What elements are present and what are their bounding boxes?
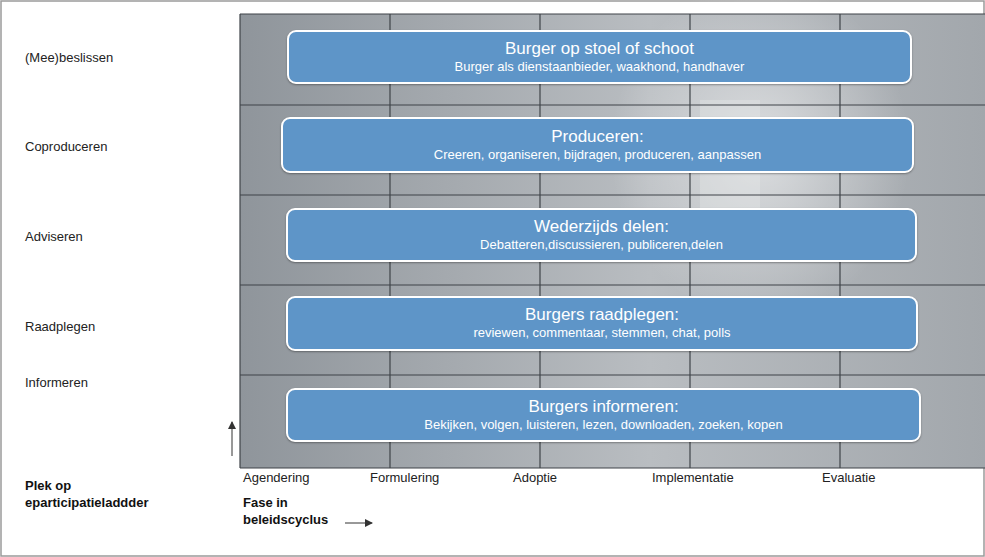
axis-arrow [232,422,233,456]
ladder-step-box: Produceren:Creeren, organiseren, bijdrag… [281,117,914,173]
step-title: Burgers informeren: [300,397,907,417]
axis-label: Coproduceren [25,138,107,155]
step-activities: Bekijken, volgen, luisteren, lezen, down… [300,417,907,433]
axis-label: Evaluatie [822,469,875,486]
ladder-step-box: Burgers informeren:Bekijken, volgen, lui… [286,388,921,442]
axis-label: Adviseren [25,228,83,245]
axis-label: Informeren [25,374,88,391]
step-title: Burgers raadplegen: [300,305,904,325]
axis-label: (Mee)beslissen [25,49,113,66]
axis-label: Raadplegen [25,318,95,335]
step-title: Wederzijds delen: [300,217,903,237]
ladder-step-box: Wederzijds delen:Debatteren,discussieren… [286,208,917,262]
ladder-step-box: Burger op stoel of schootBurger als dien… [287,30,912,84]
axis-arrow [345,523,372,524]
step-activities: reviewen, commentaar, stemmen, chat, pol… [300,325,904,341]
step-activities: Burger als dienstaanbieder, waakhond, ha… [301,59,898,75]
step-activities: Debatteren,discussieren, publiceren,dele… [300,237,903,253]
axis-label: Adoptie [513,469,557,486]
axis-label: Agendering [243,469,310,486]
axis-title: Fase in beleidscyclus [243,494,343,528]
step-title: Burger op stoel of schoot [301,39,898,59]
axis-label: Formulering [370,469,439,486]
step-activities: Creeren, organiseren, bijdragen, produce… [295,147,900,163]
step-title: Produceren: [295,127,900,147]
axis-label: Implementatie [652,469,734,486]
ladder-step-box: Burgers raadplegen:reviewen, commentaar,… [286,296,918,351]
axis-title: Plek op eparticipatieladdder [25,477,185,511]
